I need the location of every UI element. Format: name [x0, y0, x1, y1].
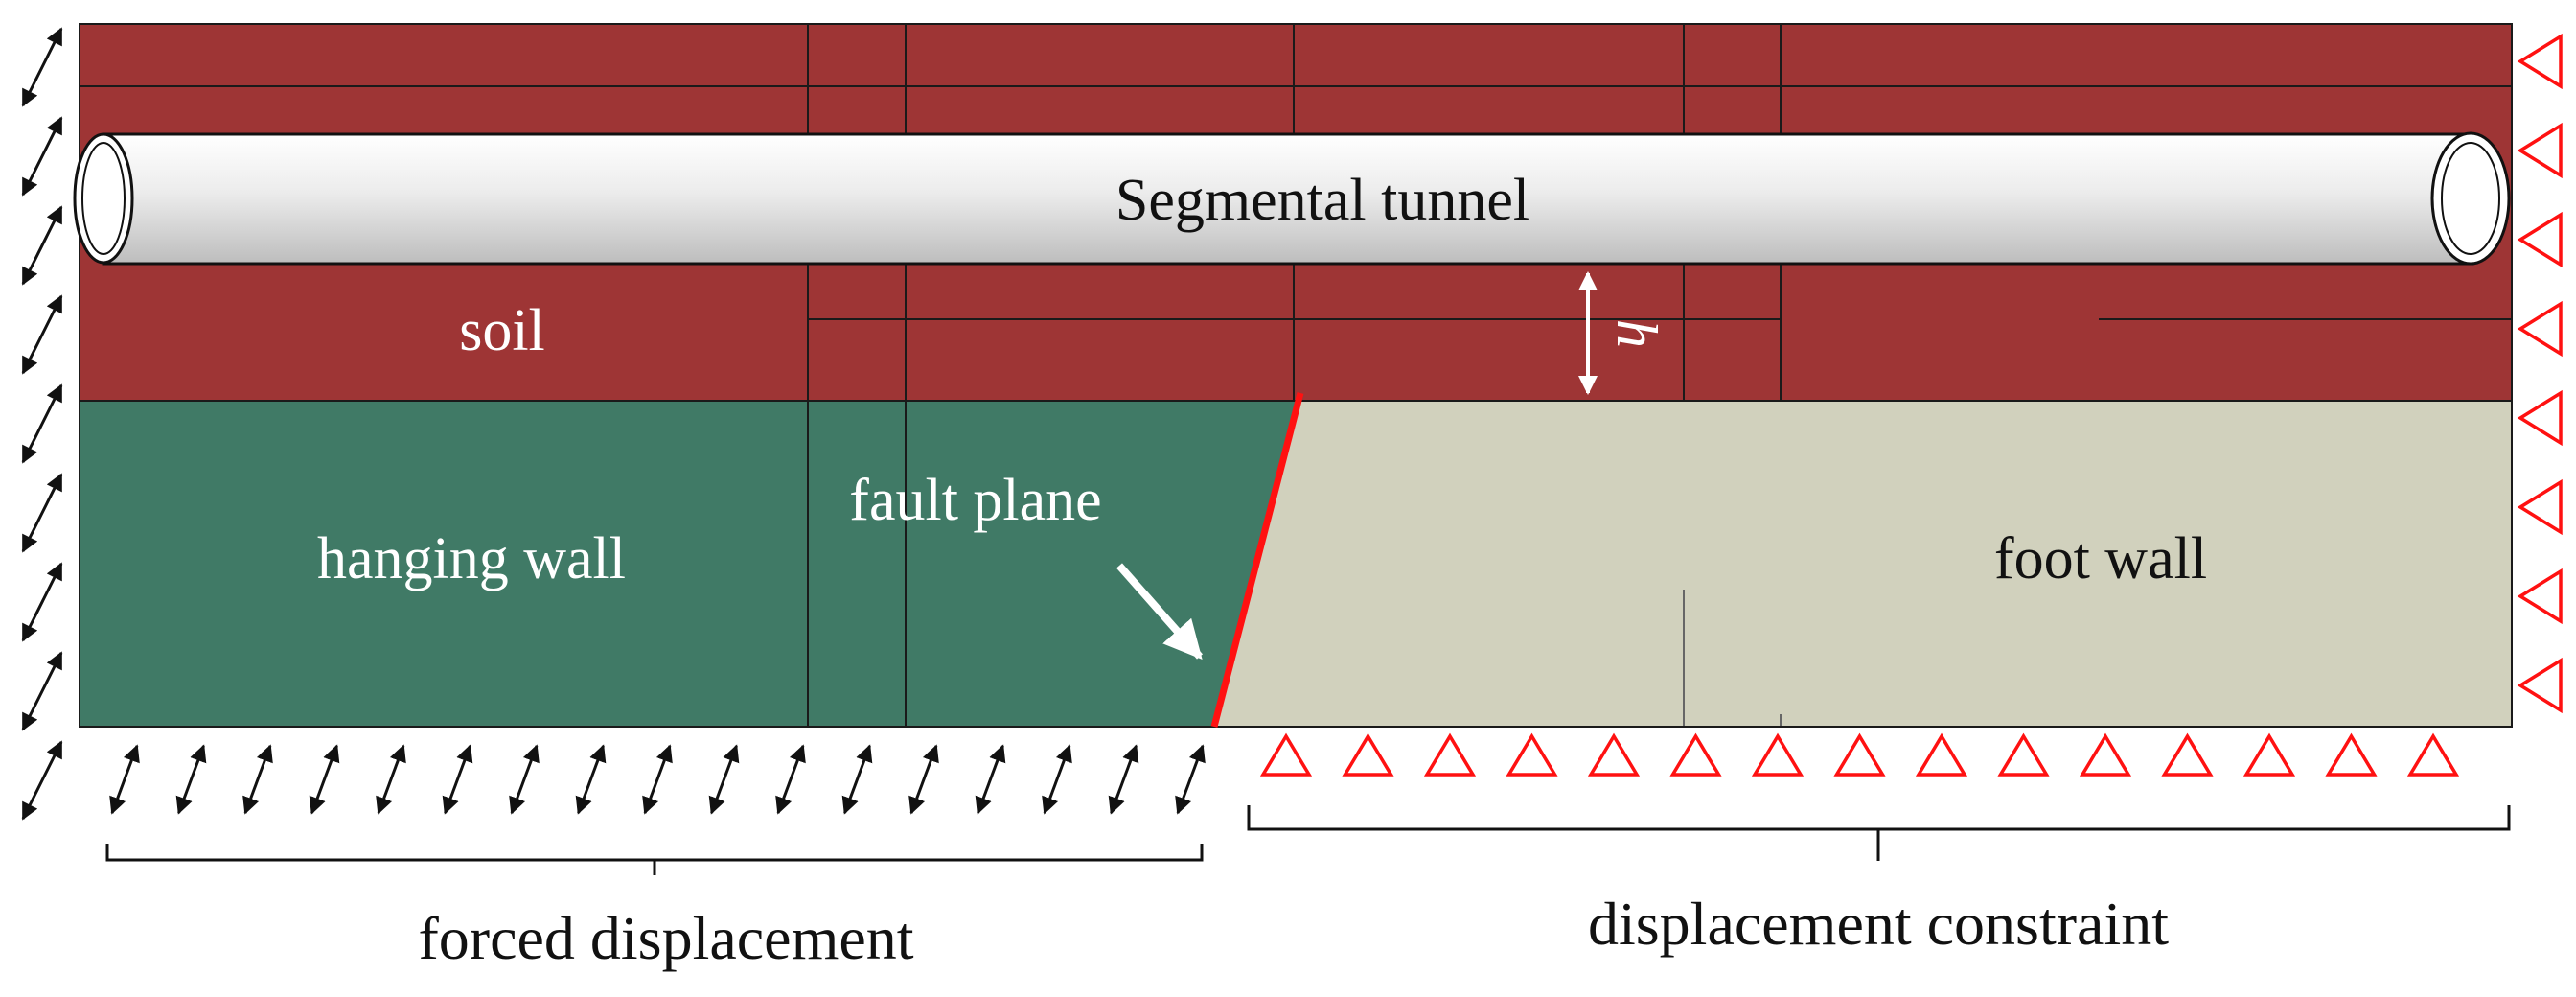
- model-outline: [79, 23, 2513, 728]
- right-constraint-triangle: [2517, 657, 2563, 714]
- left-boundary-arrows: [21, 27, 63, 821]
- displacement-constraint-label: displacement constraint: [1588, 890, 2169, 958]
- bottom-boundary-arrow: [575, 744, 607, 815]
- right-constraint-triangle: [2517, 568, 2563, 625]
- h-label: h: [1605, 319, 1668, 348]
- right-constraint-triangle: [2517, 389, 2563, 447]
- bottom-boundary-arrow: [775, 744, 806, 815]
- hanging-wall-label: hanging wall: [317, 526, 626, 591]
- right-constraint-triangle: [2517, 122, 2563, 179]
- bottom-boundary-arrow: [376, 744, 406, 815]
- left-boundary-arrow: [21, 294, 63, 375]
- right-constraint-triangle: [2517, 478, 2563, 536]
- bottom-constraint-triangle: [2161, 732, 2214, 777]
- bottom-boundary-arrows: [109, 744, 1206, 815]
- bottom-boundary-arrow: [642, 744, 673, 815]
- segmental-tunnel: [73, 131, 2511, 266]
- bottom-constraint-triangle: [1751, 732, 1805, 777]
- left-boundary-arrow: [21, 562, 63, 642]
- bottom-constraint-triangle: [2406, 732, 2460, 777]
- forced-displacement-label: forced displacement: [418, 904, 913, 972]
- left-boundary-arrow: [21, 27, 63, 107]
- foot-wall: [1214, 401, 2512, 727]
- left-boundary-arrow: [21, 651, 63, 731]
- bottom-constraint-triangle: [2079, 732, 2132, 777]
- hanging-wall-lines: [807, 401, 907, 727]
- forced-displacement-brace: [105, 844, 1204, 875]
- bottom-boundary-arrow: [1175, 744, 1206, 815]
- tunnel-label: Segmental tunnel: [1116, 168, 1530, 233]
- bottom-constraint-triangle: [1259, 732, 1313, 777]
- fault-pointer-arrow: [1116, 563, 1203, 660]
- bottom-constraint-triangle: [1669, 732, 1722, 777]
- bottom-boundary-arrow: [708, 744, 740, 815]
- bottom-constraint-triangle: [2242, 732, 2296, 777]
- bottom-boundary-arrow: [908, 744, 939, 815]
- bottom-constraint-triangle: [1342, 732, 1394, 777]
- bottom-boundary-arrow: [309, 744, 340, 815]
- left-boundary-arrow: [21, 740, 63, 821]
- bottom-constraint-triangle: [1833, 732, 1886, 777]
- bottom-boundary-arrow: [975, 744, 1006, 815]
- bottom-constraint-triangle: [1423, 732, 1477, 777]
- left-boundary-arrow: [21, 205, 63, 286]
- left-boundary-arrow: [21, 116, 63, 197]
- bottom-boundary-arrow: [841, 744, 873, 815]
- hanging-wall: [80, 401, 1300, 727]
- fault-plane-label: fault plane: [849, 468, 1101, 533]
- left-boundary-arrow: [21, 383, 63, 464]
- right-constraint-triangle: [2517, 211, 2563, 268]
- foot-wall-lines: [1683, 590, 1782, 727]
- bottom-boundary-arrow: [109, 744, 140, 815]
- foot-wall-label: foot wall: [1994, 526, 2207, 591]
- bottom-boundary-arrow: [1108, 744, 1139, 815]
- bottom-constraint-triangle: [1506, 732, 1558, 777]
- bottom-boundary-arrow: [1042, 744, 1072, 815]
- fault-plane-line: [1210, 392, 1304, 728]
- bottom-constraint-triangle: [1915, 732, 1968, 777]
- bottom-boundary-arrow: [175, 744, 207, 815]
- bottom-boundary-constraints: [1259, 732, 2460, 777]
- bottom-constraint-triangle: [2325, 732, 2378, 777]
- left-boundary-arrow: [21, 473, 63, 553]
- bottom-constraint-triangle: [1997, 732, 2050, 777]
- displacement-constraint-brace: [1247, 805, 2511, 861]
- right-constraint-triangle: [2517, 300, 2563, 358]
- right-boundary-constraints: [2517, 33, 2563, 714]
- bottom-boundary-arrow: [442, 744, 473, 815]
- bottom-constraint-triangle: [1587, 732, 1641, 777]
- right-constraint-triangle: [2517, 33, 2563, 90]
- bottom-boundary-arrow: [242, 744, 273, 815]
- bottom-boundary-arrow: [509, 744, 540, 815]
- soil-label: soil: [459, 298, 545, 363]
